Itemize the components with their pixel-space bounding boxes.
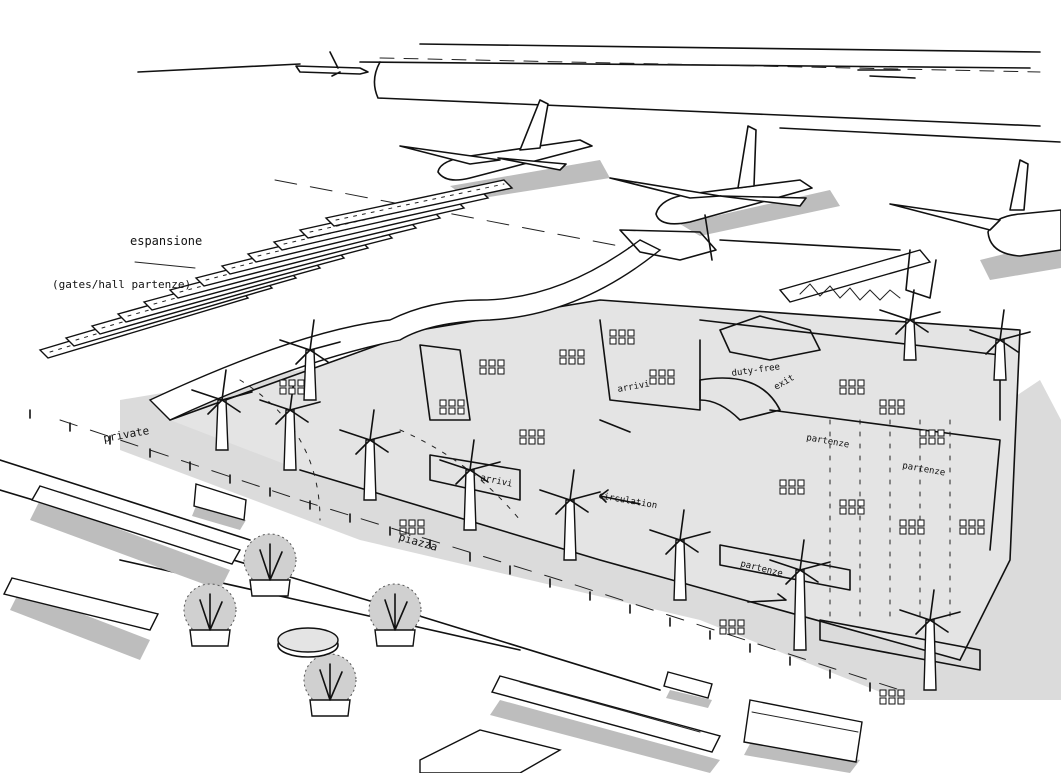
tree-column	[969, 309, 1031, 381]
seat-cluster	[879, 689, 905, 705]
seat-cluster	[839, 499, 865, 515]
seat-cluster	[879, 399, 905, 415]
seating-clusters	[279, 329, 985, 705]
bus-shelter-1	[30, 485, 242, 590]
tree-column	[339, 409, 401, 501]
direction-arrows	[599, 419, 787, 603]
airplane-3-icon	[889, 159, 1061, 280]
jet-bridge	[778, 249, 937, 303]
tree-column	[539, 469, 601, 561]
curved-roof-walkway	[148, 239, 662, 421]
seat-cluster	[559, 349, 585, 365]
seat-cluster	[919, 429, 945, 445]
tree-column	[439, 439, 501, 531]
tree-column	[879, 289, 941, 361]
piazza-fountain	[277, 627, 339, 658]
bus-shelter-3	[490, 675, 722, 773]
curb-bollards	[29, 409, 871, 692]
seat-cluster	[609, 329, 635, 345]
seat-cluster	[899, 519, 925, 535]
roof-shed	[324, 179, 514, 227]
runway-lines	[137, 43, 1061, 251]
planter	[368, 583, 422, 647]
car-icon	[663, 671, 713, 708]
planter	[303, 653, 357, 717]
seat-cluster	[839, 379, 865, 395]
seat-cluster	[959, 519, 985, 535]
label-expansion: espansione	[130, 234, 202, 248]
planter	[183, 583, 237, 647]
planter	[243, 533, 297, 597]
bus-shelter-4	[419, 729, 562, 773]
seat-cluster	[279, 379, 305, 395]
tree-column	[769, 539, 831, 651]
landside	[0, 409, 901, 773]
piazza-planters	[183, 533, 422, 717]
airplane-2-icon	[609, 125, 840, 236]
tree-column	[279, 319, 341, 401]
tree-column	[259, 379, 321, 471]
seat-cluster	[519, 429, 545, 445]
seat-cluster	[399, 519, 425, 535]
tree-column	[649, 509, 711, 601]
seat-cluster	[439, 399, 465, 415]
expansion-roof-sheds	[38, 179, 514, 359]
tree-columns	[191, 289, 1031, 691]
bus-shelter-2	[2, 577, 160, 660]
tree-column	[191, 369, 253, 451]
distant-plane-icon	[295, 51, 369, 77]
bus-icon	[743, 699, 863, 773]
seat-cluster	[649, 369, 675, 385]
label-expansion-sub: (gates/hall partenze)	[52, 278, 191, 291]
seat-cluster	[719, 619, 745, 635]
seat-cluster	[779, 479, 805, 495]
tree-column	[899, 589, 961, 691]
terminal-floor	[170, 300, 1020, 660]
expansion-underline	[134, 261, 196, 269]
shuttle-van-icon	[192, 483, 247, 530]
seat-cluster	[479, 359, 505, 375]
